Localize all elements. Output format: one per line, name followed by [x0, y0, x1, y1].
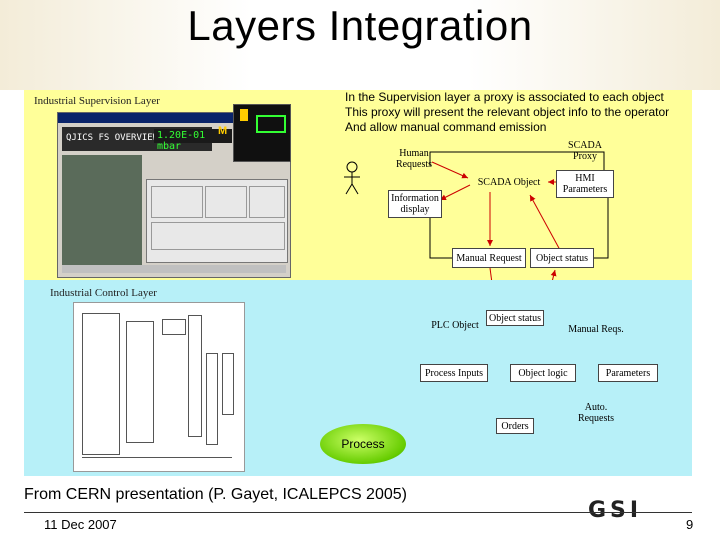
scada-screenshot: QJICS FS OVERVIEW 1.20E-01 mbar M: [57, 112, 291, 278]
mini-indicator: [240, 109, 248, 121]
plc-object-label: PLC Object: [431, 320, 479, 331]
node-object-logic: Object logic: [510, 364, 576, 382]
description-line-2: This proxy will present the relevant obj…: [345, 105, 670, 119]
proxy-frame-right: [590, 196, 609, 259]
plc-control-rail-3: [222, 353, 234, 415]
node-object-status-supervision: Object status: [530, 248, 594, 268]
human-requests-label: Human Requests: [395, 148, 433, 170]
plc-control-rail-1: [188, 315, 202, 437]
parameters-label: Parameters: [605, 367, 651, 379]
screenshot-faceplate: [146, 179, 288, 263]
node-human-requests: Human Requests: [388, 146, 440, 172]
manual-request-label: Manual Request: [456, 252, 522, 264]
screenshot-badge: M: [218, 125, 228, 137]
supervision-description: In the Supervision layer a proxy is asso…: [345, 90, 690, 135]
object-logic-label: Object logic: [518, 367, 568, 379]
information-display-label: Information display: [391, 193, 439, 215]
plc-logic-column: [126, 321, 154, 443]
proxy-frame-top: [429, 151, 605, 170]
description-line-1: In the Supervision layer a proxy is asso…: [345, 90, 664, 104]
object-status-supervision-label: Object status: [536, 252, 588, 264]
faceplate-interlock-group: [249, 186, 285, 218]
screenshot-header-text: QJICS FS OVERVIEW: [66, 133, 159, 143]
plc-object-diagram: [73, 302, 245, 472]
scada-object-label: SCADA Object: [477, 176, 541, 188]
object-status-control-label: Object status: [489, 312, 541, 324]
screenshot-titlebar: [58, 113, 290, 123]
mini-valve-symbol: [256, 115, 286, 133]
description-line-3: And allow manual command emission: [345, 120, 547, 134]
faceplate-operation-group: [205, 186, 247, 218]
arrow-from-object-status: [529, 194, 561, 251]
screenshot-reading-panel: 1.20E-01 mbar: [154, 129, 232, 152]
node-hmi-parameters: HMI Parameters: [556, 170, 614, 198]
node-scada-object: SCADA Object: [470, 172, 548, 192]
source-caption: From CERN presentation (P. Gayet, ICALEP…: [24, 486, 407, 503]
scada-proxy-label: SCADA Proxy: [568, 140, 602, 162]
node-orders: Orders: [496, 418, 534, 434]
control-layer-label: Industrial Control Layer: [50, 287, 157, 299]
manual-reqs-label: Manual Reqs.: [568, 324, 624, 335]
arrow-to-information-display: [439, 184, 471, 201]
process-ellipse: Process: [320, 424, 406, 464]
screenshot-reading: 1.20E-01 mbar: [157, 130, 206, 152]
arrow-from-human-requests: [431, 161, 469, 179]
faceplate-status-group: [151, 186, 203, 218]
process-inputs-label: Process Inputs: [424, 367, 484, 379]
plc-pid-block: [162, 319, 186, 335]
mini-display: [233, 104, 291, 162]
orders-label: Orders: [501, 420, 529, 432]
process-label: Process: [341, 437, 385, 451]
page-number: 9: [686, 517, 694, 532]
screenshot-statusbar: [62, 265, 286, 273]
plc-inputs-column: [82, 313, 120, 455]
slide-title: Layers Integration: [187, 2, 533, 49]
hmi-parameters-label: HMI Parameters: [562, 173, 608, 195]
slide-date: 11 Dec 2007: [44, 517, 117, 532]
person-icon: [344, 161, 360, 195]
supervision-layer-label: Industrial Supervision Layer: [34, 95, 160, 107]
node-object-status-control: Object status: [486, 310, 544, 326]
node-manual-request: Manual Request: [452, 248, 526, 268]
header-background: [0, 0, 720, 90]
screenshot-synoptic: [62, 155, 142, 265]
node-process-inputs: Process Inputs: [420, 364, 488, 382]
node-parameters: Parameters: [598, 364, 658, 382]
auto-requests-label: Auto. Requests: [577, 402, 615, 424]
gsi-logo: GSI: [588, 498, 643, 523]
plc-control-rail-2: [206, 353, 218, 445]
faceplate-range-group: [151, 222, 285, 250]
plc-footer-line: [82, 457, 232, 466]
footer-divider: [24, 512, 692, 513]
node-information-display: Information display: [388, 190, 442, 218]
